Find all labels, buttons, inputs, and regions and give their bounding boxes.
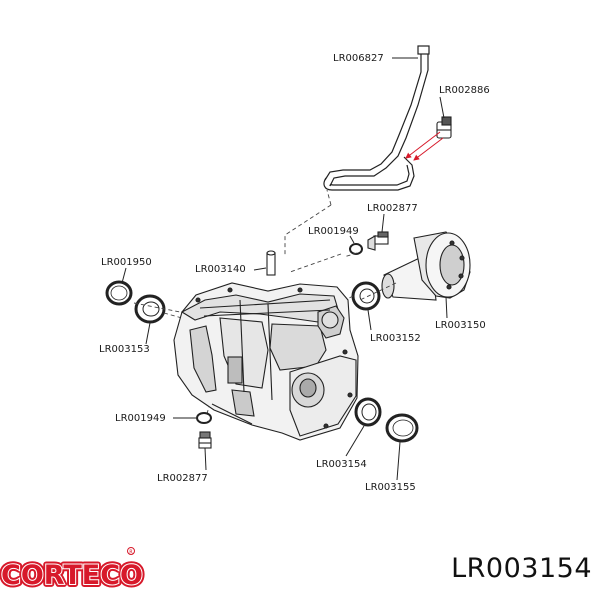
label-tube: LR006827: [333, 53, 384, 64]
transfer-case-body: [173, 282, 359, 441]
label-front-seal: LR003154: [316, 459, 367, 470]
breather-plug: [367, 231, 389, 251]
label-left-oring: LR001950: [101, 257, 152, 268]
svg-text:CORTECO: CORTECO: [1, 560, 143, 591]
breather-washer: [349, 243, 363, 255]
red-arrow-2: [413, 137, 444, 161]
breather-tube: [323, 45, 430, 191]
svg-text:R: R: [129, 550, 133, 556]
left-oring: [105, 280, 133, 306]
label-output-flange: LR003150: [435, 320, 486, 331]
drain-washer: [196, 412, 212, 424]
label-breather-washer: LR001949: [308, 226, 359, 237]
front-oring: [385, 413, 419, 443]
drain-plug: [198, 431, 212, 449]
label-front-oring: LR003155: [365, 482, 416, 493]
corteco-logo: CORTECO CORTECO CORTECO R: [0, 547, 146, 594]
svg-text:CORTECO: CORTECO: [1, 560, 143, 591]
left-seal: [134, 294, 166, 324]
red-arrow-1: [405, 131, 441, 159]
output-seal: [351, 281, 381, 311]
vent-pipe: [266, 250, 276, 276]
label-breather-plug: LR002877: [367, 203, 418, 214]
label-vent-pipe: LR003140: [195, 264, 246, 275]
label-drain-washer: LR001949: [115, 413, 166, 424]
front-seal: [354, 397, 382, 427]
output-flange: [381, 231, 471, 301]
tube-clip: [436, 116, 452, 139]
svg-text:CORTECO: CORTECO: [1, 560, 143, 591]
label-output-seal: LR003152: [370, 333, 421, 344]
label-drain-plug: LR002877: [157, 473, 208, 484]
part-number: LR003154: [451, 553, 592, 584]
label-clip: LR002886: [439, 85, 490, 96]
label-left-seal: LR003153: [99, 344, 150, 355]
callout-lines: [121, 57, 448, 481]
